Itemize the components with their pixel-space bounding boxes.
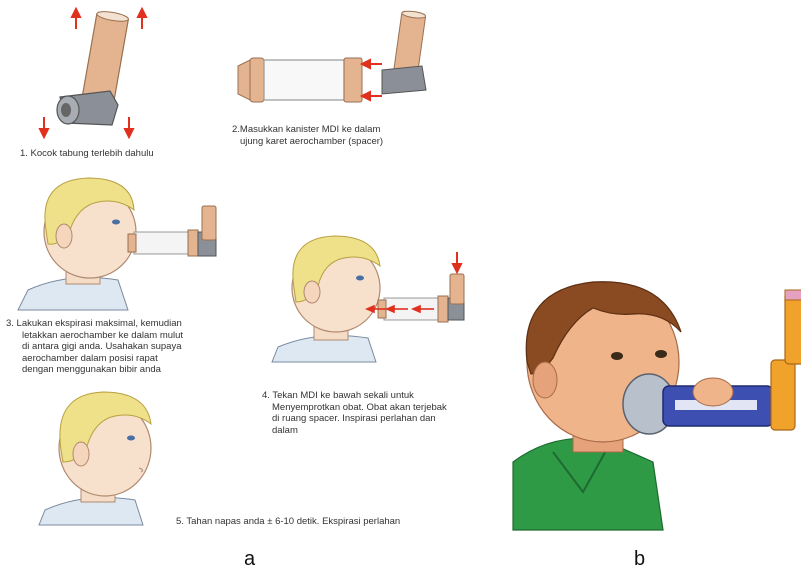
child-mask-spacer-illustration xyxy=(513,262,801,530)
step-2-text: 2.Masukkan kanister MDI ke dalam ujung k… xyxy=(232,124,383,147)
step-3-text: 3. Lakukan ekspirasi maksimal, kemudian … xyxy=(6,318,183,376)
panel-label-b: b xyxy=(634,548,645,571)
spacer-insert-illustration xyxy=(232,8,452,118)
step-4-text: 4. Tekan MDI ke bawah sekali untuk Menye… xyxy=(262,390,447,436)
panel-label-a: a xyxy=(244,548,255,571)
step-1-text: 1. Kocok tabung terlebih dahulu xyxy=(20,148,154,160)
inhaler-shake-illustration xyxy=(30,5,180,150)
step-5-text: 5. Tahan napas anda ± 6-10 detik. Ekspir… xyxy=(176,516,400,528)
child-press-illustration xyxy=(268,222,478,362)
child-spacer-illustration xyxy=(8,160,233,310)
child-hold-breath-illustration xyxy=(35,380,175,525)
